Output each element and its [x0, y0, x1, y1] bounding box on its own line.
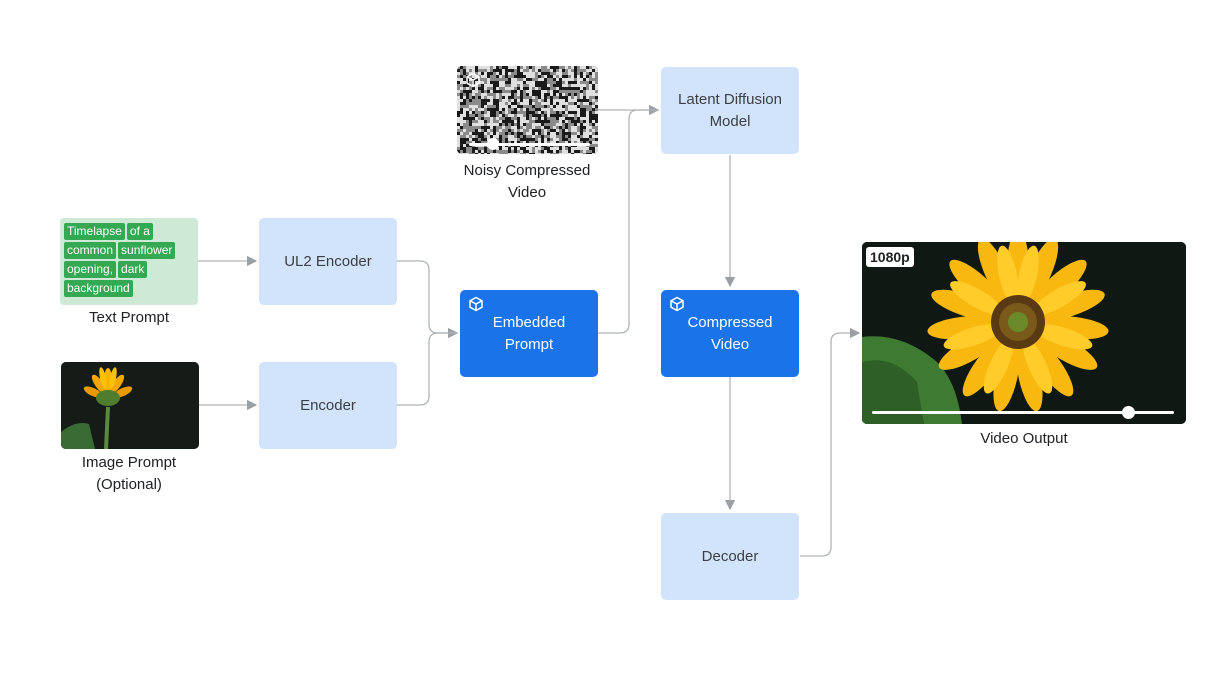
sunflower-image	[862, 242, 1186, 424]
image-prompt-caption: Image Prompt (Optional)	[50, 452, 208, 496]
cube-icon	[469, 296, 483, 312]
cube-icon	[466, 72, 480, 88]
decoder-label: Decoder	[701, 547, 759, 565]
video-output-caption: Video Output	[924, 428, 1124, 450]
image-prompt-caption-line1: Image Prompt	[81, 454, 177, 471]
prompt-chip: of a	[126, 223, 153, 240]
text-prompt-caption: Text Prompt	[50, 307, 208, 329]
ul2-encoder-label: UL2 Encoder	[284, 252, 372, 270]
cube-icon	[670, 296, 684, 312]
decoder-node: Decoder	[661, 513, 799, 600]
video-output-progress-knob[interactable]	[1122, 406, 1136, 419]
latent-diffusion-label-line2: Model	[709, 112, 751, 130]
wire-encoder-to-embedded	[397, 332, 457, 406]
noise-icon	[457, 66, 598, 154]
text-prompt-card: Timelapse of a common sunflower opening,…	[60, 218, 198, 305]
video-output-caption-text: Video Output	[980, 430, 1068, 447]
latent-diffusion-node: Latent Diffusion Model	[661, 67, 799, 154]
embedded-prompt-label-line2: Prompt	[504, 335, 554, 353]
noisy-video-caption: Noisy Compressed Video	[446, 160, 608, 204]
resolution-badge: 1080p	[866, 247, 914, 267]
prompt-chip: common	[64, 242, 117, 259]
video-output-progress-track[interactable]	[872, 411, 1174, 414]
ul2-encoder-node: UL2 Encoder	[259, 218, 397, 305]
wire-decoder-to-output	[800, 327, 861, 557]
prompt-chip: sunflower	[118, 242, 176, 259]
prompt-chip: Timelapse	[64, 223, 125, 240]
noisy-video-caption-line1: Noisy Compressed	[463, 162, 591, 179]
compressed-video-label-line1: Compressed	[687, 313, 773, 331]
embedded-prompt-label-line1: Embedded	[492, 313, 566, 331]
compressed-video-label-line2: Video	[710, 335, 750, 353]
noisy-video-caption-line2: Video	[507, 184, 547, 201]
video-output-player[interactable]: 1080p	[862, 242, 1186, 424]
prompt-chip: opening,	[64, 261, 117, 278]
compressed-video-node: Compressed Video	[661, 290, 799, 377]
encoder-label: Encoder	[300, 396, 356, 414]
noisy-video-progress-track[interactable]	[469, 143, 590, 146]
encoder-node: Encoder	[259, 362, 397, 449]
latent-diffusion-label-line1: Latent Diffusion	[678, 90, 782, 108]
noisy-video-thumbnail	[457, 66, 598, 154]
embedded-prompt-node: Embedded Prompt	[460, 290, 598, 377]
prompt-chip: dark	[118, 261, 148, 278]
prompt-chip: background	[64, 280, 133, 297]
sunflower-image	[61, 362, 199, 449]
image-prompt-thumbnail	[61, 362, 199, 449]
image-prompt-caption-line2: (Optional)	[96, 476, 162, 493]
noisy-video-progress-knob[interactable]	[487, 138, 500, 150]
wire-embedded-to-diffusion	[598, 104, 660, 334]
wire-ul2-to-embedded	[397, 260, 459, 339]
text-prompt-caption-text: Text Prompt	[88, 309, 170, 326]
